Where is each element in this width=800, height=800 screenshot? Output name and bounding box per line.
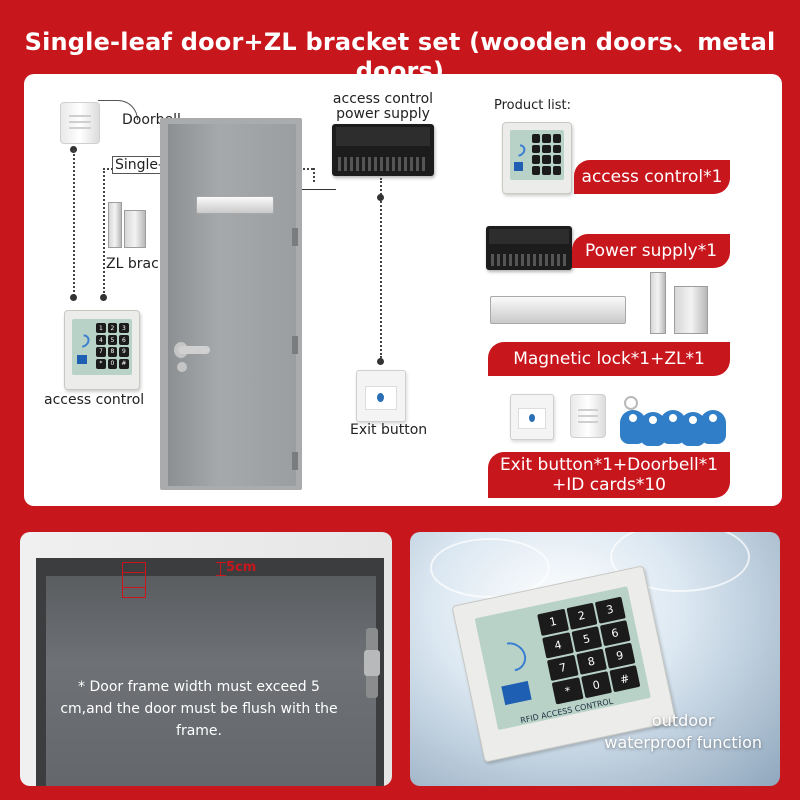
doorbell-wire-dotted	[73, 150, 75, 296]
product-list-heading: Product list:	[494, 98, 571, 113]
zl-bracket-image	[108, 202, 122, 248]
product-doorbell-image	[570, 394, 606, 438]
id-card-ring	[624, 396, 638, 410]
waterproof-caption: outdoor waterproof function	[604, 711, 762, 752]
measure-box	[122, 572, 146, 598]
doorbell-image	[60, 102, 100, 144]
zl-bracket-image-2	[124, 210, 146, 248]
power-supply-image	[332, 124, 434, 176]
product-keypad-image	[502, 122, 572, 194]
psu-exit-wire-dotted	[380, 178, 382, 358]
product-item-magnetic-lock: Magnetic lock*1+ZL*1	[488, 342, 730, 376]
wire-pin	[100, 294, 107, 301]
wire-pin	[70, 146, 77, 153]
wiring-diagram-panel: Doorbell Single-door magnetic lock acces…	[24, 74, 782, 506]
wire-pin	[70, 294, 77, 301]
measurement-label: 5cm	[226, 560, 257, 575]
door	[168, 124, 296, 486]
measure-mark	[216, 562, 226, 576]
wire-pin	[377, 194, 384, 201]
lock-wire-dotted-short	[313, 168, 315, 182]
lock-wire-dotted	[103, 168, 105, 296]
access-control-label: access control	[44, 392, 145, 408]
product-item-access-control: access control*1	[574, 160, 730, 194]
product-zl-bracket-image	[650, 272, 666, 334]
product-item-power-supply: Power supply*1	[572, 234, 730, 268]
exit-button-label: Exit button	[350, 422, 428, 438]
wire-pin	[377, 358, 384, 365]
water-splash	[610, 532, 750, 592]
product-exit-button-image	[510, 394, 554, 440]
exit-button-image	[356, 370, 406, 422]
id-card-tag	[700, 410, 726, 444]
power-supply-label: access control power supply	[332, 91, 434, 122]
door-hinge	[292, 452, 298, 470]
door-keyhole	[177, 362, 187, 372]
page-title: Single-leaf door+ZL bracket set (wooden …	[24, 28, 776, 85]
door-hinge-plate	[364, 650, 380, 676]
product-item-exit-doorbell-cards: Exit button*1+Doorbell*1 +ID cards*10	[488, 452, 730, 498]
magnetic-lock-image	[196, 196, 274, 214]
door-handle	[178, 346, 210, 354]
product-psu-image	[486, 226, 572, 270]
door-frame-note: * Door frame width must exceed 5 cm,and …	[60, 679, 338, 739]
product-zl-bracket-image-2	[674, 286, 708, 334]
door-closeup	[46, 576, 376, 786]
door-hinge	[292, 228, 298, 246]
door-hinge	[292, 336, 298, 354]
door-frame-requirement-panel: 5cm * Door frame width must exceed 5 cm,…	[20, 532, 392, 786]
product-maglock-image	[490, 296, 626, 324]
